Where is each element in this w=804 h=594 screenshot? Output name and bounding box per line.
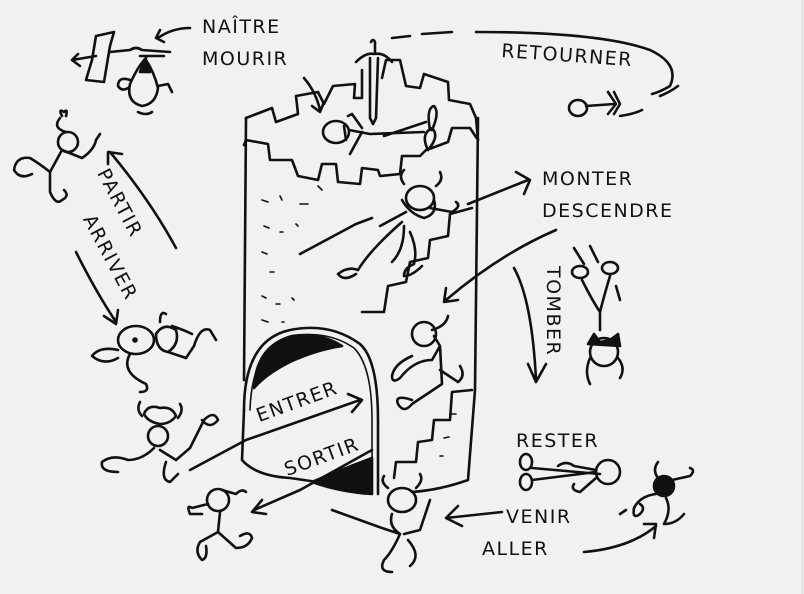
descending-figure xyxy=(390,314,464,411)
label-monter: MONTER xyxy=(542,168,634,190)
label-tomber: TOMBER xyxy=(542,266,564,357)
label-mourir: MOURIR xyxy=(202,48,289,70)
returning-figure xyxy=(567,90,622,118)
label-naitre: NAÎTRE xyxy=(202,16,281,38)
entering-viking-figure xyxy=(100,400,220,484)
viking-climbing-figure xyxy=(298,168,460,280)
arriver-arrow xyxy=(74,250,120,326)
tower-left-wall xyxy=(242,116,248,382)
baby-stork-figure xyxy=(70,30,174,116)
tomber-arrow xyxy=(512,266,548,384)
tower-battlements-front xyxy=(244,126,480,186)
departing-figure xyxy=(12,109,102,204)
mourir-arrow xyxy=(302,76,326,114)
exiting-figure xyxy=(187,487,254,562)
tower-stone-marks xyxy=(261,185,457,457)
falling-figure xyxy=(570,244,624,386)
lying-figure xyxy=(518,452,622,494)
retourner-arrow xyxy=(390,30,680,118)
aller-arrow xyxy=(582,522,658,554)
cut-off-caption-text xyxy=(20,585,620,594)
arriving-viking-figure xyxy=(90,311,218,394)
coming-viking-figure xyxy=(330,472,432,574)
descendre-arrow xyxy=(442,228,558,304)
naitre-arrow xyxy=(154,26,192,44)
label-rester: RESTER xyxy=(516,430,600,452)
dead-figure-on-tower xyxy=(321,104,438,156)
partir-arrow xyxy=(106,150,178,250)
castle-door-arch xyxy=(188,326,380,516)
sortir-arrow xyxy=(250,448,374,516)
castle-tower xyxy=(242,58,480,494)
sword-icon xyxy=(354,38,394,126)
entrer-arrow xyxy=(188,392,364,472)
tower-staircase xyxy=(360,206,474,480)
label-descendre: DESCENDRE xyxy=(542,200,674,222)
label-venir: VENIR xyxy=(506,506,572,528)
venir-arrow xyxy=(444,504,504,528)
arch-shadow-top xyxy=(252,333,344,390)
label-aller: ALLER xyxy=(482,538,549,560)
scan-edge xyxy=(801,0,804,594)
going-figure xyxy=(618,460,695,526)
tower-right-wall xyxy=(410,116,480,494)
tower-battlements-back xyxy=(244,58,480,142)
monter-arrow xyxy=(466,170,532,206)
